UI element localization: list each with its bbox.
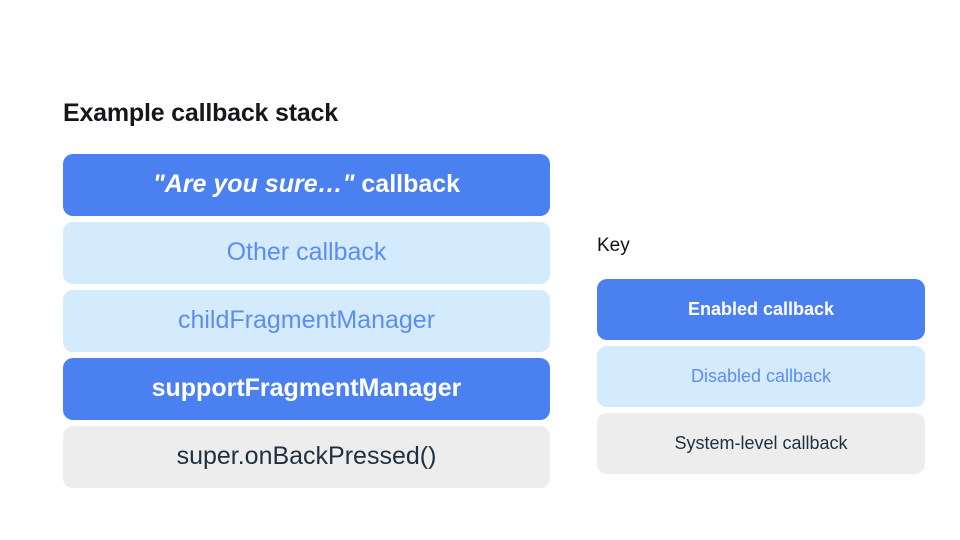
callback-stack-section: Example callback stack "Are you sure…" c… — [63, 99, 550, 488]
stack-item-quoted-text: "Are you sure…" — [152, 170, 355, 198]
key-item-disabled-callback: Disabled callback — [597, 345, 925, 407]
key-item-label: Enabled callback — [687, 299, 835, 320]
key-item-label: System-level callback — [674, 433, 848, 454]
key-legend-list: Enabled callback Disabled callback Syste… — [597, 278, 925, 474]
key-item-enabled-callback: Enabled callback — [597, 278, 925, 340]
stack-item-childfragmentmanager: childFragmentManager — [63, 289, 550, 352]
stack-item-supportfragmentmanager: supportFragmentManager — [63, 357, 550, 420]
key-legend-section: Key Enabled callback Disabled callback S… — [597, 235, 925, 474]
stack-item-plain-text: callback — [354, 170, 461, 198]
key-title: Key — [597, 235, 630, 256]
stack-item-label: childFragmentManager — [177, 306, 436, 334]
stack-item-label: Other callback — [226, 238, 387, 266]
callback-stack-list: "Are you sure…" callback Other callback … — [63, 153, 550, 488]
stack-item-super-onbackpressed: super.onBackPressed() — [63, 425, 550, 488]
stack-item-label: "Are you sure…" callback — [153, 172, 460, 197]
stack-item-other-callback: Other callback — [63, 221, 550, 284]
key-item-label: Disabled callback — [690, 366, 832, 387]
key-item-system-level-callback: System-level callback — [597, 412, 925, 474]
stack-item-label: super.onBackPressed() — [176, 442, 437, 470]
stack-item-are-you-sure-callback: "Are you sure…" callback — [63, 153, 550, 216]
stack-item-label: supportFragmentManager — [151, 374, 462, 402]
page-title: Example callback stack — [63, 99, 338, 127]
